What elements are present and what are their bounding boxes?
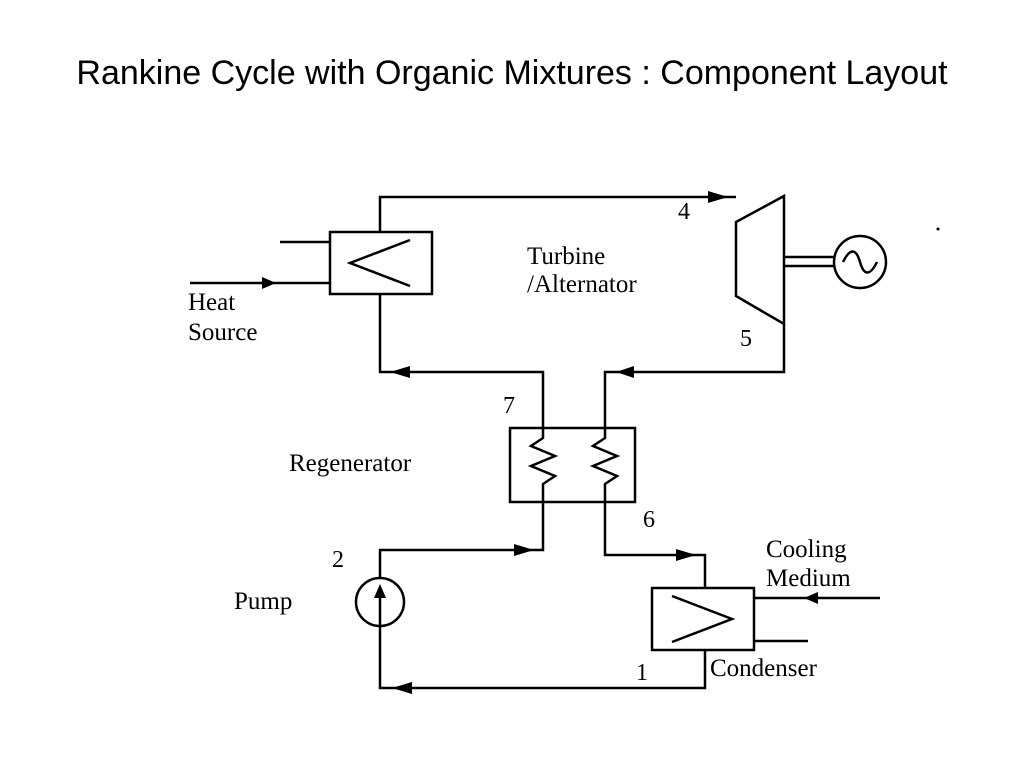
line-regenerator-to-heater [378,294,545,428]
heat-source-label-line1: Heat [188,289,235,316]
condenser-box [650,586,756,652]
arrow-to-condenser [676,549,696,561]
heat-source-arrow [262,277,276,289]
condenser-label: Condenser [710,655,818,682]
line-pump-to-regenerator [378,502,545,578]
regenerator-coil-cold [527,428,559,502]
line-heater-to-turbine [378,195,736,232]
alternator-sine [841,250,879,274]
state-point-1: 1 [636,660,648,686]
state-point-2: 2 [332,547,344,573]
arrow-to-turbine [708,191,728,203]
alternator [832,234,888,290]
regenerator-box [508,426,637,504]
stray-mark [936,227,940,231]
line-condenser-to-pump [378,626,707,690]
state-point-5: 5 [740,326,752,352]
turbine-label-line1: Turbine [527,243,605,270]
condenser [650,586,880,652]
state-point-6: 6 [643,507,655,533]
slide-title: Rankine Cycle with Organic Mixtures : Co… [76,54,948,92]
arrow-turbine-exhaust [616,366,634,378]
pump-label: Pump [234,588,292,615]
pump [354,576,406,628]
arrow-to-pump [392,682,412,694]
pump-arrow-head [374,584,386,598]
line-turbine-to-regenerator [603,324,786,428]
state-point-7: 7 [503,393,515,419]
state-point-4: 4 [678,199,690,225]
turbine-body [734,193,786,327]
arrow-pump-outlet [514,544,534,556]
heater-box [328,230,434,296]
alternator-circle [832,234,888,290]
heater [190,230,434,296]
cooling-medium-arrow [804,592,818,604]
heater-coil [346,238,411,288]
condenser-coil [671,594,736,644]
turbine [734,193,834,327]
cooling-medium-label-line2: Medium [766,565,851,592]
regenerator-coil-hot [589,428,621,502]
turbine-label-line2: /Alternator [527,271,637,298]
heat-source-label-line2: Source [188,319,257,346]
regenerator-label: Regenerator [289,450,412,477]
cooling-medium-label-line1: Cooling [766,536,847,563]
regenerator [508,426,637,504]
line-regenerator-to-condenser [603,502,707,588]
arrow-to-heater [390,366,410,378]
